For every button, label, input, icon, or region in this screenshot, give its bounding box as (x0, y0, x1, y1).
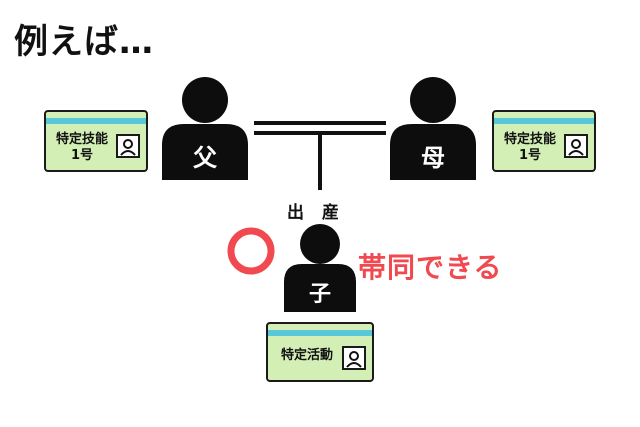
child-label: 子 (309, 282, 331, 307)
mother-label: 母 (421, 144, 445, 172)
mother-person-icon: 母 (390, 77, 476, 180)
father-person-icon: 父 (162, 77, 248, 180)
mother-card-text: 特定技能 1号 (503, 132, 556, 163)
result-label: 帯同できる (358, 251, 503, 284)
child-person-icon: 子 (284, 224, 356, 312)
birth-label: 出 産 (287, 203, 345, 223)
card-stripe (46, 118, 146, 124)
child-residence-card: 特定活動 (266, 322, 374, 382)
circle-ok-icon (227, 227, 275, 275)
id-photo-icon (342, 346, 366, 370)
id-photo-icon (116, 134, 140, 158)
mother-residence-card: 特定技能 1号 (492, 110, 596, 172)
father-residence-card: 特定技能 1号 (44, 110, 148, 172)
father-label: 父 (193, 144, 218, 172)
page-title: 例えば… (14, 22, 154, 62)
card-stripe (494, 118, 594, 124)
father-card-text: 特定技能 1号 (55, 132, 108, 163)
card-stripe (268, 330, 372, 336)
id-photo-icon (564, 134, 588, 158)
child-card-text: 特定活動 (280, 348, 333, 363)
